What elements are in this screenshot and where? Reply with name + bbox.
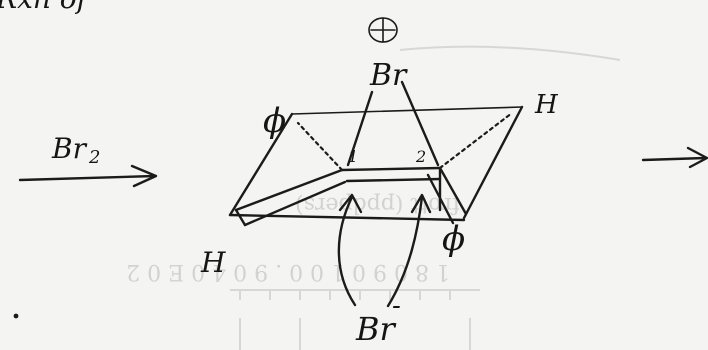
substituent-bonds xyxy=(234,111,514,227)
attack-arrows xyxy=(337,193,432,308)
carbon-carbon-bond xyxy=(340,166,442,212)
carbon-1-label: 1 xyxy=(348,147,358,166)
svg-text:frott (ppdpers): frott (ppdpers) xyxy=(295,192,460,217)
hydrogen-right: H xyxy=(534,90,559,120)
reagent-label: Br 2 xyxy=(51,132,100,168)
stray-dot xyxy=(13,313,19,319)
carbon-2-label: 2 xyxy=(415,147,426,166)
bleed-through: frott (ppdpers) 1 8 0 9 0 1 0 0 . 9 0 4 … xyxy=(126,45,621,350)
phenyl-top-left: ϕ xyxy=(263,101,286,141)
bridging-bromine: Br xyxy=(369,58,408,93)
reagent-subscript: 2 xyxy=(88,147,100,168)
reaction-arrow-1 xyxy=(18,164,158,188)
reagent-symbol: Br xyxy=(51,132,88,165)
phenyl-bottom-right: ϕ xyxy=(442,219,465,259)
reaction-arrow-2 xyxy=(641,146,708,169)
bromonium-bonds xyxy=(346,80,440,167)
positive-charge-symbol xyxy=(368,17,398,43)
partial-heading: Rxn of xyxy=(0,0,92,15)
nucleophile-bromide: Br xyxy=(355,310,397,348)
hydrogen-bottom-left: H xyxy=(200,246,226,279)
nucleophile-charge: - xyxy=(392,291,401,321)
svg-text:1 8 0 9 0 1 0 0 . 9 0 4 0 E 0: 1 8 0 9 0 1 0 0 . 9 0 4 0 E 0 2 xyxy=(126,259,450,284)
